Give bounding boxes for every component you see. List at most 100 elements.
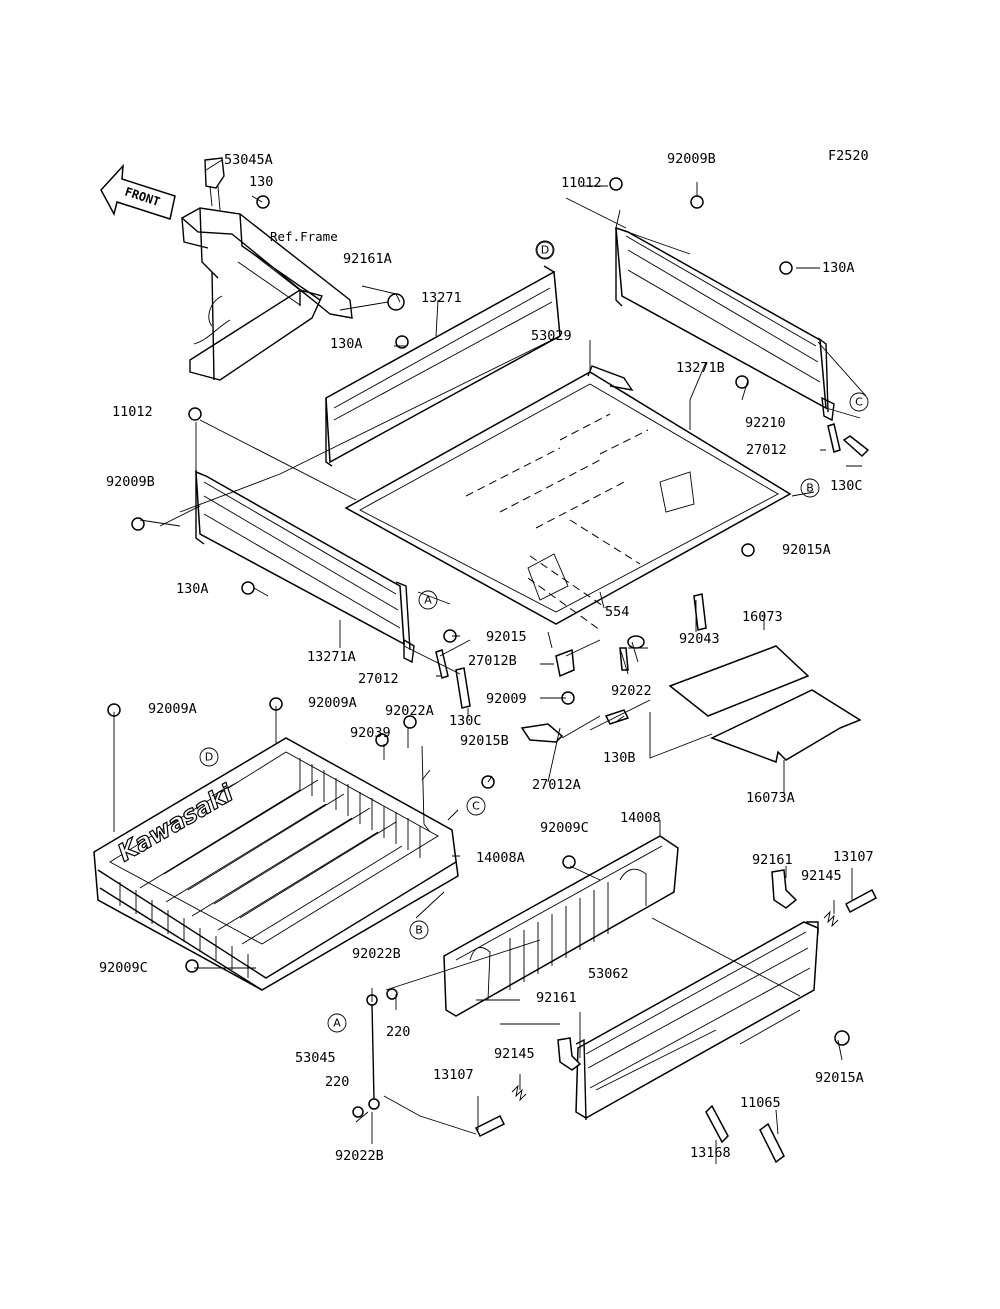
callout-C-right-label: C [855, 396, 863, 409]
part-label-92015A-mid: 92015A [782, 542, 831, 558]
part-label-92009C-left: 92009C [99, 960, 148, 976]
callout-B-right-label: B [806, 482, 814, 495]
part-label-92161-mid: 92161 [536, 990, 577, 1006]
part-label-13271: 13271 [421, 290, 462, 306]
callout-B-mid: B [409, 920, 429, 940]
part-labels: 53045A 130 92161A 13271 130A 53029 11012… [99, 151, 874, 1164]
part-label-53045A: 53045A [224, 152, 273, 168]
rail-13271B [615, 226, 835, 422]
part-label-13107-mid: 13107 [433, 1067, 474, 1083]
part-label-92015B: 92015B [460, 733, 509, 749]
part-label-92043: 92043 [679, 631, 720, 647]
callout-C-mid: C [466, 796, 486, 816]
callout-A-bottom-label: A [333, 1017, 341, 1030]
figure-code: F2520 [828, 148, 869, 164]
part-label-92009C-mid: 92009C [540, 820, 589, 836]
part-label-11012-left: 11012 [112, 404, 153, 420]
part-label-27012-right: 27012 [746, 442, 787, 458]
callout-B-right: B [800, 478, 820, 498]
callout-D-top: D [535, 240, 555, 260]
pin-13107-mid [474, 1114, 506, 1138]
part-label-53029: 53029 [531, 328, 572, 344]
part-label-92145-mid: 92145 [494, 1046, 535, 1062]
part-label-27012A: 27012A [532, 777, 581, 793]
part-label-92009B-left: 92009B [106, 474, 155, 490]
part-label-11012-right: 11012 [561, 175, 602, 191]
part-label-92009A-left: 92009A [148, 701, 197, 717]
callout-D-left: D [199, 747, 219, 767]
part-label-92022B-bottom: 92022B [335, 1148, 384, 1164]
part-label-92009-mid: 92009 [486, 691, 527, 707]
washer-92022 [627, 635, 645, 649]
bolt-130C-left [455, 667, 471, 709]
part-label-92039: 92039 [350, 725, 391, 741]
cargo-bed-14008A: Kawasaki [93, 737, 459, 991]
rod-13168 [705, 1104, 729, 1144]
part-label-130A-top: 130A [330, 336, 363, 352]
part-label-92022: 92022 [611, 683, 652, 699]
part-label-53062: 53062 [588, 966, 629, 982]
part-label-13271B: 13271B [676, 360, 725, 376]
part-label-13107-right: 13107 [833, 849, 874, 865]
mat-16073 [668, 645, 862, 764]
part-label-16073: 16073 [742, 609, 783, 625]
nut-92015A-bottom [834, 1030, 850, 1046]
callout-A-mid: A [418, 590, 438, 610]
part-label-14008A: 14008A [476, 850, 525, 866]
part-label-53045: 53045 [295, 1050, 336, 1066]
small-fasteners [107, 177, 793, 973]
part-label-13168: 13168 [690, 1145, 731, 1161]
latch-92161-right [771, 869, 798, 909]
bracket-27012B [555, 648, 575, 678]
bolt-92043 [693, 593, 707, 631]
part-label-130A-left: 130A [176, 581, 209, 597]
callout-B-mid-label: B [415, 924, 423, 937]
tailgate-53062 [575, 921, 819, 1121]
callout-D-left-label: D [205, 751, 213, 764]
part-label-130B: 130B [603, 750, 636, 766]
floor-53029 [344, 365, 792, 631]
cable-53045 [352, 988, 398, 1118]
bracket-27012A [520, 723, 564, 743]
part-label-13271A: 13271A [307, 649, 356, 665]
part-label-220-bottom: 220 [325, 1074, 349, 1090]
floor-bracket [527, 471, 695, 601]
part-label-554: 554 [605, 604, 629, 620]
part-label-130A-right: 130A [822, 260, 855, 276]
part-label-27012-left: 27012 [358, 671, 399, 687]
part-label-11065: 11065 [740, 1095, 781, 1111]
part-label-92022B-top: 92022B [352, 946, 401, 962]
part-label-130C-left: 130C [449, 713, 482, 729]
part-label-16073A: 16073A [746, 790, 795, 806]
leader-lines [113, 159, 867, 1164]
spring-92145-mid [511, 1084, 527, 1102]
callout-C-right: C [849, 392, 869, 412]
ref-frame-label: Ref.Frame [270, 229, 338, 244]
part-label-92210: 92210 [745, 415, 786, 431]
part-label-27012B: 27012B [468, 653, 517, 669]
bolt-130C-right [842, 435, 870, 458]
bracket-27012-left [435, 649, 449, 679]
part-label-92161A: 92161A [343, 251, 392, 267]
rail-13271A [195, 470, 415, 664]
pin-11065 [759, 1122, 785, 1164]
front-arrow-icon: FRONT [100, 163, 176, 220]
part-label-14008: 14008 [620, 810, 661, 826]
part-label-92009A-mid: 92009A [308, 695, 357, 711]
part-label-92009B-right: 92009B [667, 151, 716, 167]
part-label-130C-right: 130C [830, 478, 863, 494]
callout-D-top-label: D [541, 244, 549, 257]
callout-A-mid-label: A [424, 594, 432, 607]
frame-illustration [180, 157, 405, 381]
spring-92145-right [823, 910, 839, 928]
part-label-92145-right: 92145 [801, 868, 842, 884]
bracket-27012-right [827, 423, 841, 453]
part-label-92022A: 92022A [385, 703, 434, 719]
part-label-92015A-bottom: 92015A [815, 1070, 864, 1086]
part-label-92015: 92015 [486, 629, 527, 645]
part-label-92161-right: 92161 [752, 852, 793, 868]
callout-C-mid-label: C [472, 800, 480, 813]
callout-A-bottom: A [327, 1013, 347, 1033]
